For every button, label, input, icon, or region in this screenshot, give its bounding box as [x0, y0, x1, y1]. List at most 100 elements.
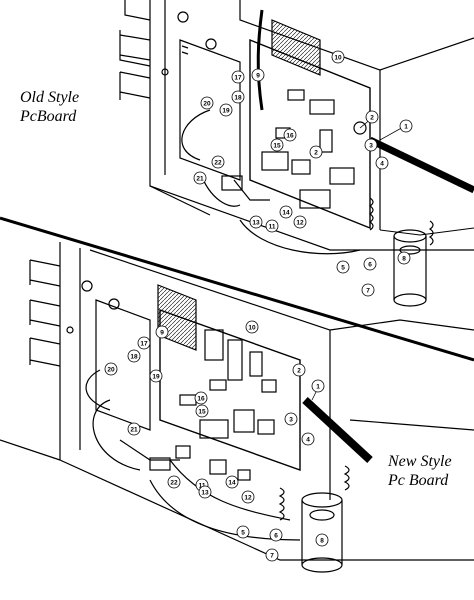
callout-b18: 18	[127, 349, 141, 363]
callout-9: 9	[251, 68, 265, 82]
callout-16: 16	[283, 128, 297, 142]
svg-text:7: 7	[270, 553, 274, 560]
callout-6: 6	[363, 257, 377, 271]
svg-text:13: 13	[252, 220, 260, 227]
svg-text:16: 16	[197, 396, 205, 403]
callout-19: 19	[219, 103, 233, 117]
svg-text:18: 18	[130, 354, 138, 361]
svg-text:16: 16	[286, 133, 294, 140]
callout-b2: 2	[292, 363, 306, 377]
new-style-assembly	[0, 242, 474, 573]
callout-21: 21	[193, 171, 207, 185]
callout-b19: 19	[149, 369, 163, 383]
svg-text:14: 14	[282, 210, 290, 217]
svg-text:12: 12	[296, 220, 304, 227]
svg-text:20: 20	[107, 367, 115, 374]
svg-text:19: 19	[152, 374, 160, 381]
callout-14: 14	[279, 205, 293, 219]
svg-text:10: 10	[334, 55, 342, 62]
callout-7: 7	[361, 283, 375, 297]
svg-text:15: 15	[273, 143, 281, 150]
svg-text:9: 9	[160, 330, 164, 337]
divider-line	[0, 216, 474, 362]
svg-text:11: 11	[269, 224, 276, 231]
callout-17: 17	[231, 70, 245, 84]
svg-text:21: 21	[130, 427, 138, 434]
callout-b22: 22	[167, 475, 181, 489]
callouts-bottom: 1 2 3 4 5 6 7 8 9 10 11 12 13 14 15 16 1…	[104, 320, 329, 562]
callout-b5: 5	[236, 525, 250, 539]
svg-text:5: 5	[341, 265, 345, 272]
callout-b12: 12	[241, 490, 255, 504]
callout-b13: 13	[198, 485, 212, 499]
callout-b1: 1	[311, 379, 325, 401]
svg-text:2: 2	[370, 115, 374, 122]
svg-text:4: 4	[306, 437, 310, 444]
svg-text:10: 10	[248, 325, 256, 332]
callout-b10: 10	[245, 320, 259, 334]
svg-text:19: 19	[222, 108, 230, 115]
svg-text:22: 22	[170, 480, 178, 487]
old-style-caption-line2: PcBoard	[20, 108, 77, 125]
callout-b4: 4	[301, 432, 315, 446]
svg-text:13: 13	[201, 490, 209, 497]
svg-text:15: 15	[198, 409, 206, 416]
svg-text:4: 4	[380, 161, 384, 168]
svg-text:8: 8	[320, 538, 324, 545]
svg-text:5: 5	[241, 530, 245, 537]
svg-text:2: 2	[297, 368, 301, 375]
new-style-caption: New Style Pc Board	[388, 452, 452, 490]
svg-text:1: 1	[316, 384, 320, 391]
callout-15: 15	[270, 138, 284, 152]
callout-b8: 8	[315, 533, 329, 547]
svg-text:18: 18	[234, 95, 242, 102]
callout-4: 4	[375, 156, 389, 170]
old-style-caption-line1: Old Style	[20, 89, 80, 106]
svg-text:3: 3	[369, 143, 373, 150]
callout-5: 5	[336, 260, 350, 274]
new-style-caption-line1: New Style	[388, 453, 452, 470]
callout-10: 10	[331, 50, 345, 64]
callout-12: 12	[293, 215, 307, 229]
callout-b9: 9	[155, 325, 169, 339]
svg-text:3: 3	[289, 417, 293, 424]
svg-text:12: 12	[244, 495, 252, 502]
callout-b7: 7	[265, 548, 279, 562]
svg-text:6: 6	[274, 533, 278, 540]
callout-b14: 14	[225, 475, 239, 489]
svg-text:17: 17	[234, 75, 242, 82]
callout-b3: 3	[284, 412, 298, 426]
svg-text:22: 22	[214, 160, 222, 167]
svg-text:21: 21	[196, 176, 204, 183]
callout-13: 13	[249, 215, 263, 229]
callout-11: 11	[265, 219, 279, 233]
svg-text:9: 9	[256, 73, 260, 80]
callouts-top: 1 2 2 3 4 5 6 7 8 9 10 11 12 13 14 15 16…	[193, 50, 413, 297]
svg-text:20: 20	[203, 101, 211, 108]
callout-b21: 21	[127, 422, 141, 436]
svg-text:1: 1	[404, 124, 408, 131]
callout-22: 22	[211, 155, 225, 169]
callout-18: 18	[231, 90, 245, 104]
svg-text:2: 2	[314, 150, 318, 157]
old-style-caption: Old Style PcBoard	[20, 88, 79, 126]
callout-8: 8	[397, 251, 411, 265]
callout-20: 20	[200, 96, 214, 110]
svg-text:7: 7	[366, 288, 370, 295]
callout-b6: 6	[269, 528, 283, 542]
svg-text:14: 14	[228, 480, 236, 487]
old-style-assembly	[119, 0, 474, 307]
callout-1: 1	[379, 119, 413, 141]
svg-text:8: 8	[402, 256, 406, 263]
new-style-caption-line2: Pc Board	[388, 472, 449, 489]
callout-b17: 17	[137, 336, 151, 350]
callout-3: 3	[364, 138, 378, 152]
callout-b15: 15	[195, 404, 209, 418]
svg-text:17: 17	[140, 341, 148, 348]
svg-text:11: 11	[199, 483, 206, 490]
svg-text:6: 6	[368, 262, 372, 269]
callout-b16: 16	[194, 391, 208, 405]
callout-b20: 20	[104, 362, 118, 376]
callout-2a: 2	[359, 110, 379, 129]
